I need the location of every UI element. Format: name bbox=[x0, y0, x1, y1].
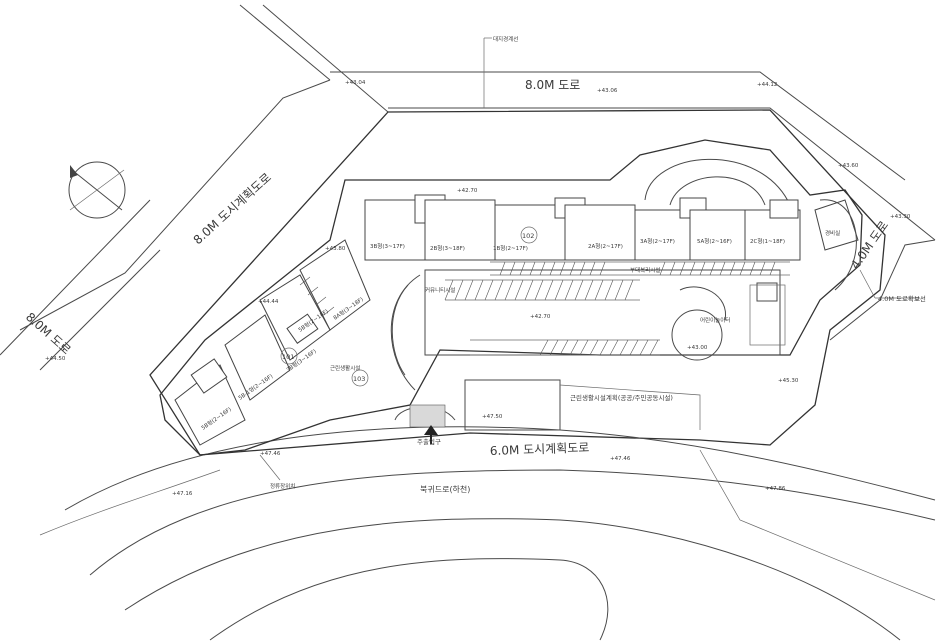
core-7 bbox=[769, 199, 799, 219]
bldg-103-marker bbox=[351, 369, 369, 387]
road-edge bbox=[0, 199, 151, 356]
level-label: +43.30 bbox=[890, 214, 911, 220]
level-label: +45.30 bbox=[778, 378, 799, 384]
road-label-top: 8.0M 도로 bbox=[525, 78, 580, 92]
unit-label: 2B형(3~18F) bbox=[430, 245, 465, 252]
lower-block bbox=[559, 384, 701, 430]
unit-label: 2A형(2~17F) bbox=[588, 243, 623, 250]
road-note-right: 4.0M 도로확보선 bbox=[878, 294, 926, 303]
road-label-left: 8.0M 도시계획도로 bbox=[191, 170, 274, 247]
lobby-label: 부대복리시설 bbox=[630, 266, 660, 274]
level-label: +44.12 bbox=[757, 82, 777, 88]
bldg-102-marker bbox=[520, 226, 538, 244]
level-label: +43.60 bbox=[838, 163, 859, 169]
tower-3 bbox=[494, 204, 566, 261]
parking-hatching bbox=[299, 261, 776, 356]
right-curve bbox=[819, 199, 857, 291]
road-edge bbox=[330, 71, 906, 181]
bldg-102: 102 bbox=[522, 232, 534, 240]
lower-block bbox=[464, 379, 561, 431]
level-label: +43.06 bbox=[597, 88, 618, 94]
tower-right bbox=[814, 199, 859, 251]
unit-label: 2C형(1~18F) bbox=[750, 238, 785, 245]
playground-circle bbox=[671, 309, 723, 361]
road-edge bbox=[89, 469, 936, 576]
level-label: +47.50 bbox=[482, 414, 503, 420]
leader-line bbox=[859, 269, 876, 299]
level-label: +47.16 bbox=[172, 491, 193, 497]
road-edge bbox=[39, 249, 161, 371]
site-boundary bbox=[149, 109, 886, 456]
level-label: +44.44 bbox=[258, 299, 279, 305]
stair-box bbox=[756, 282, 778, 302]
ramp bbox=[391, 284, 409, 376]
road-edge bbox=[239, 4, 331, 81]
arc-building bbox=[644, 158, 791, 206]
north-arrow-icon bbox=[68, 161, 126, 219]
road-edges bbox=[0, 4, 936, 641]
labels: 8.0M 도로 8.0M 도시계획도로 8.0M 도로 4.0M 도로 4.0M… bbox=[23, 35, 926, 497]
tower-left-2 bbox=[259, 274, 331, 361]
level-label: +43.04 bbox=[345, 80, 366, 86]
tower-6 bbox=[689, 209, 746, 261]
core-left-2 bbox=[286, 313, 319, 344]
level-label: +44.50 bbox=[45, 356, 66, 362]
tower-left-1 bbox=[299, 239, 371, 331]
arc-building bbox=[669, 176, 766, 206]
playground-path bbox=[679, 286, 726, 321]
parking-lot bbox=[424, 269, 781, 356]
road-edge bbox=[39, 469, 221, 536]
core-left bbox=[190, 358, 228, 394]
level-label: +47.46 bbox=[610, 456, 631, 462]
river-label: 북귀드로(하천) bbox=[420, 484, 470, 494]
right-stair-label: 경비실 bbox=[825, 229, 840, 237]
tower-4 bbox=[564, 204, 636, 261]
road-edge bbox=[64, 426, 936, 511]
building-complex bbox=[159, 139, 863, 456]
level-label: +42.70 bbox=[457, 188, 478, 194]
entrance-pad bbox=[409, 404, 446, 428]
child-facility-label: 근린생활시설 bbox=[330, 364, 360, 372]
river-edge bbox=[209, 558, 609, 641]
level-label: +42.70 bbox=[530, 314, 551, 320]
river-edge bbox=[124, 518, 901, 641]
top-leader-label: 대지경계선 bbox=[493, 35, 518, 43]
lower-block-label: 근린생활시설계획(공공/주민공동시설) bbox=[570, 393, 673, 402]
unit-label: 1B형(2~17F) bbox=[493, 245, 528, 252]
parking-area bbox=[299, 261, 790, 431]
road-label-bottom: 6.0M 도시계획도로 bbox=[490, 441, 590, 458]
tower-2 bbox=[424, 199, 496, 261]
road-edge bbox=[388, 107, 936, 241]
level-label: +43.80 bbox=[325, 246, 346, 252]
level-label: +47.46 bbox=[260, 451, 281, 457]
stair-zone bbox=[749, 284, 786, 346]
road-edge bbox=[262, 4, 389, 113]
community-label: 커뮤니티시설 bbox=[425, 286, 455, 294]
bldg-103: 103 bbox=[353, 375, 365, 383]
road-edge bbox=[19, 79, 331, 331]
tower-left-3 bbox=[224, 314, 291, 401]
main-entrance-label: 주출입구 bbox=[417, 437, 441, 446]
bus-stop-label: 정류장위치 bbox=[270, 482, 295, 490]
unit-label: 5A형(2~16F) bbox=[697, 238, 732, 245]
road-label-far-left: 8.0M 도로 bbox=[23, 310, 73, 357]
playground-label: 어린이놀이터 bbox=[700, 316, 730, 324]
bldg-101-marker bbox=[280, 347, 298, 365]
level-label: +43.00 bbox=[687, 345, 708, 351]
entrance-arrow-icon bbox=[424, 425, 438, 444]
road-edge bbox=[829, 239, 936, 341]
road-edge bbox=[699, 449, 936, 601]
unit-label: 3A형(2~17F) bbox=[640, 238, 675, 245]
unit-label: 3B형(3~17F) bbox=[370, 243, 405, 250]
level-label: +47.86 bbox=[765, 486, 786, 492]
ramp bbox=[390, 274, 421, 391]
bldg-101: 101 bbox=[282, 353, 294, 361]
leader-line bbox=[259, 454, 281, 481]
